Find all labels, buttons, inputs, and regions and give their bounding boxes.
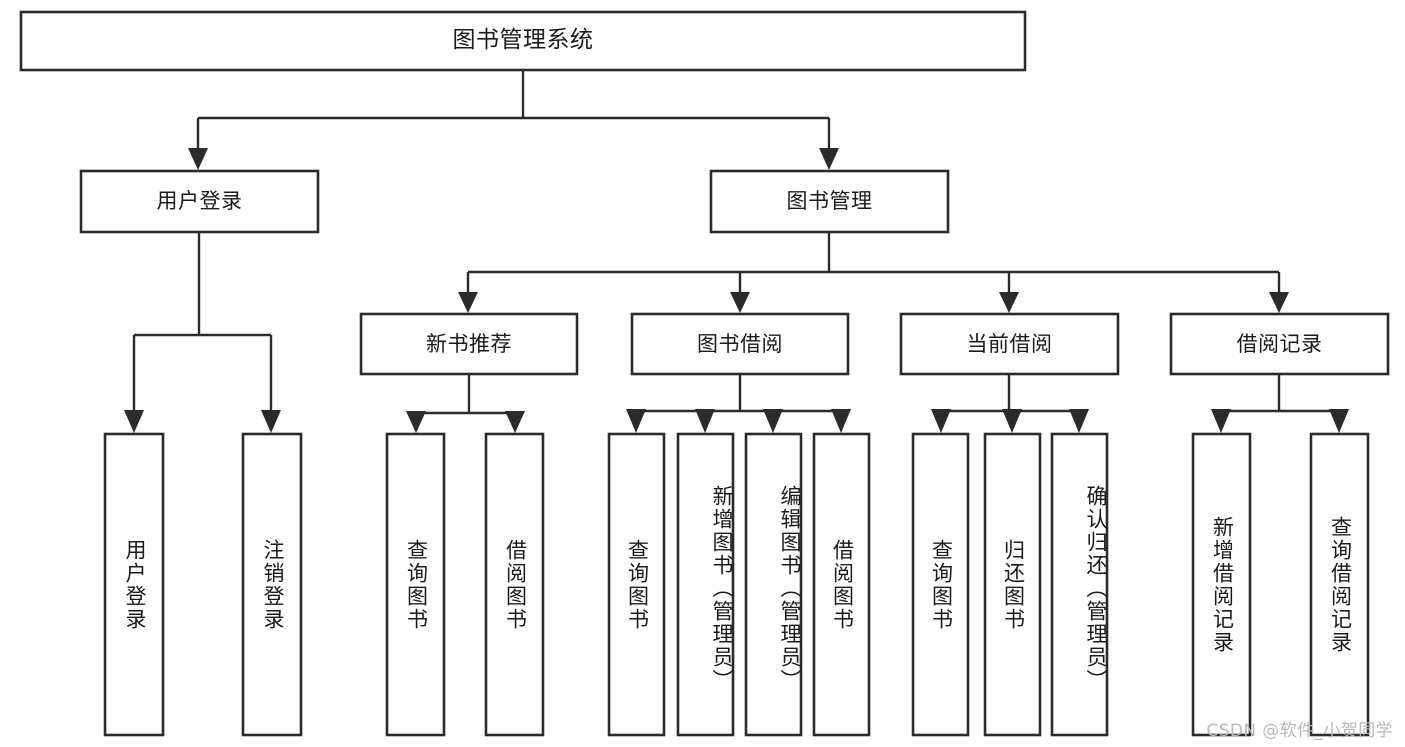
arrowhead-leaf-edit-book: [763, 409, 783, 433]
node-box-book-manage[interactable]: [709, 169, 950, 234]
node-box-new-book-recommend[interactable]: [359, 312, 579, 376]
node-box-borrow-record[interactable]: [1169, 312, 1390, 376]
arrowhead-leaf-borrow-book-1: [505, 411, 525, 433]
arrowhead-leaf-query-book-3: [931, 409, 951, 433]
arrowhead-leaf-confirm-return: [1069, 409, 1089, 433]
arrowhead-leaf-query-record: [1329, 409, 1349, 433]
node-box-leaf-borrow-book-2[interactable]: [812, 432, 871, 737]
arrowhead-user-login: [188, 148, 208, 170]
node-box-leaf-edit-book[interactable]: [744, 432, 803, 737]
arrowhead-new-book-recommend: [458, 292, 478, 313]
arrowhead-leaf-add-book: [695, 409, 715, 433]
arrowhead-leaf-query-book-1: [406, 411, 426, 433]
arrowhead-leaf-return-book: [1002, 409, 1022, 433]
arrowhead-leaf-query-book-2: [626, 409, 646, 433]
node-box-leaf-logout-login[interactable]: [241, 432, 303, 737]
arrowhead-current-borrow: [999, 292, 1019, 313]
arrowhead-borrow-record: [1269, 292, 1289, 313]
node-box-leaf-confirm-return[interactable]: [1050, 432, 1109, 737]
connectors-group: [124, 70, 1349, 433]
node-box-leaf-borrow-book-1[interactable]: [484, 432, 545, 737]
boxes-group: [19, 10, 1390, 737]
node-box-leaf-query-book-2[interactable]: [607, 432, 666, 737]
arrowhead-leaf-user-login: [124, 410, 144, 433]
node-box-leaf-query-record[interactable]: [1309, 432, 1370, 737]
arrowhead-leaf-logout-login: [261, 410, 281, 433]
node-box-root[interactable]: [19, 10, 1027, 72]
node-box-book-borrow[interactable]: [630, 312, 850, 376]
node-box-current-borrow[interactable]: [899, 312, 1120, 376]
node-box-leaf-add-book[interactable]: [676, 432, 735, 737]
node-box-leaf-add-record[interactable]: [1191, 432, 1252, 737]
node-box-leaf-query-book-1[interactable]: [385, 432, 446, 737]
arrowhead-leaf-add-record: [1211, 409, 1231, 433]
arrowhead-leaf-borrow-book-2: [831, 409, 851, 433]
node-box-leaf-query-book-3[interactable]: [911, 432, 970, 737]
node-box-user-login[interactable]: [79, 169, 320, 234]
node-box-leaf-return-book[interactable]: [983, 432, 1042, 737]
node-box-leaf-user-login[interactable]: [103, 432, 165, 737]
arrowhead-book-borrow: [730, 292, 750, 313]
arrowhead-book-manage: [819, 148, 839, 170]
